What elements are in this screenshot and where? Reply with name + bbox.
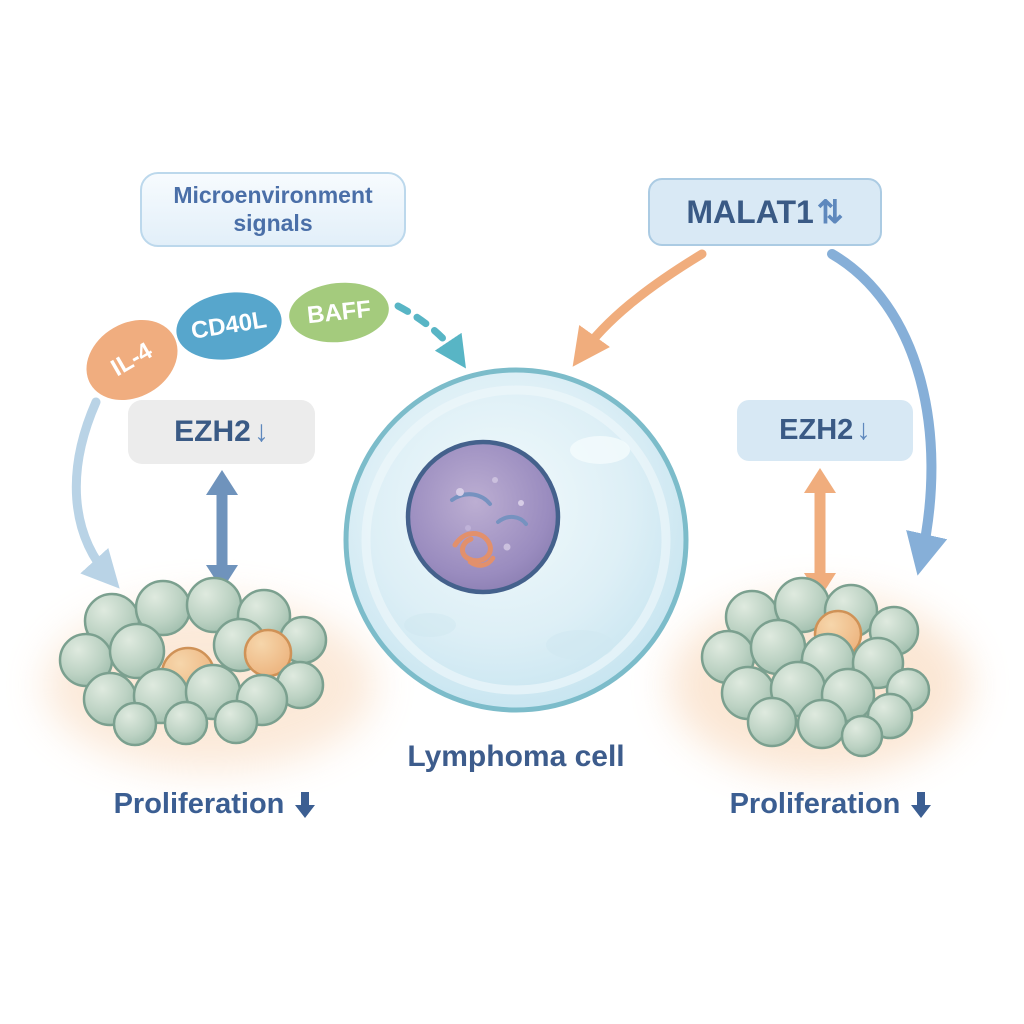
arrow-ezh2-left-double <box>206 470 238 590</box>
ezh2-left-box: EZH2 ↓ <box>128 400 315 464</box>
cell-cluster-right <box>700 576 931 758</box>
proliferation-right: Proliferation <box>706 788 956 821</box>
arrow-baff-to-cell <box>394 302 466 369</box>
microenvironment-signals-label: Microenvironment signals <box>173 181 373 236</box>
chromatin-blue-strand <box>450 492 492 506</box>
down-arrow-icon <box>911 791 932 818</box>
ezh2-right-label: EZH2 <box>779 414 854 446</box>
cell-cluster-left <box>58 576 328 747</box>
malat1-updown-arrow-icon: ⇅ <box>816 194 844 230</box>
lymphoma-cell <box>343 367 689 713</box>
down-arrow-icon <box>295 791 316 818</box>
arrow-il4-to-left-cluster <box>71 397 120 589</box>
malat1-label: MALAT1 <box>686 193 814 230</box>
nucleus <box>405 439 561 595</box>
ezh2-left-down-arrow-icon: ↓ <box>253 415 269 448</box>
arrow-malat1-to-cell <box>572 249 707 367</box>
proliferation-left-label: Proliferation <box>113 788 285 820</box>
chromatin-orange-strand <box>452 531 493 564</box>
lymphoma-cell-label: Lymphoma cell <box>407 740 625 773</box>
proliferation-right-label: Proliferation <box>729 788 901 820</box>
microenvironment-signals-box: Microenvironment signals <box>140 172 406 247</box>
ezh2-left-label: EZH2 <box>174 415 251 448</box>
proliferation-left: Proliferation <box>90 788 340 821</box>
baff-label: BAFF <box>305 295 373 329</box>
ezh2-right-down-arrow-icon: ↓ <box>856 414 871 446</box>
malat1-box: MALAT1 ⇅ <box>648 178 882 246</box>
arrow-malat1-to-right-cluster <box>827 249 948 576</box>
il4-label: IL-4 <box>106 337 157 382</box>
cd40l-label: CD40L <box>189 306 269 345</box>
ezh2-right-box: EZH2 ↓ <box>737 400 913 461</box>
